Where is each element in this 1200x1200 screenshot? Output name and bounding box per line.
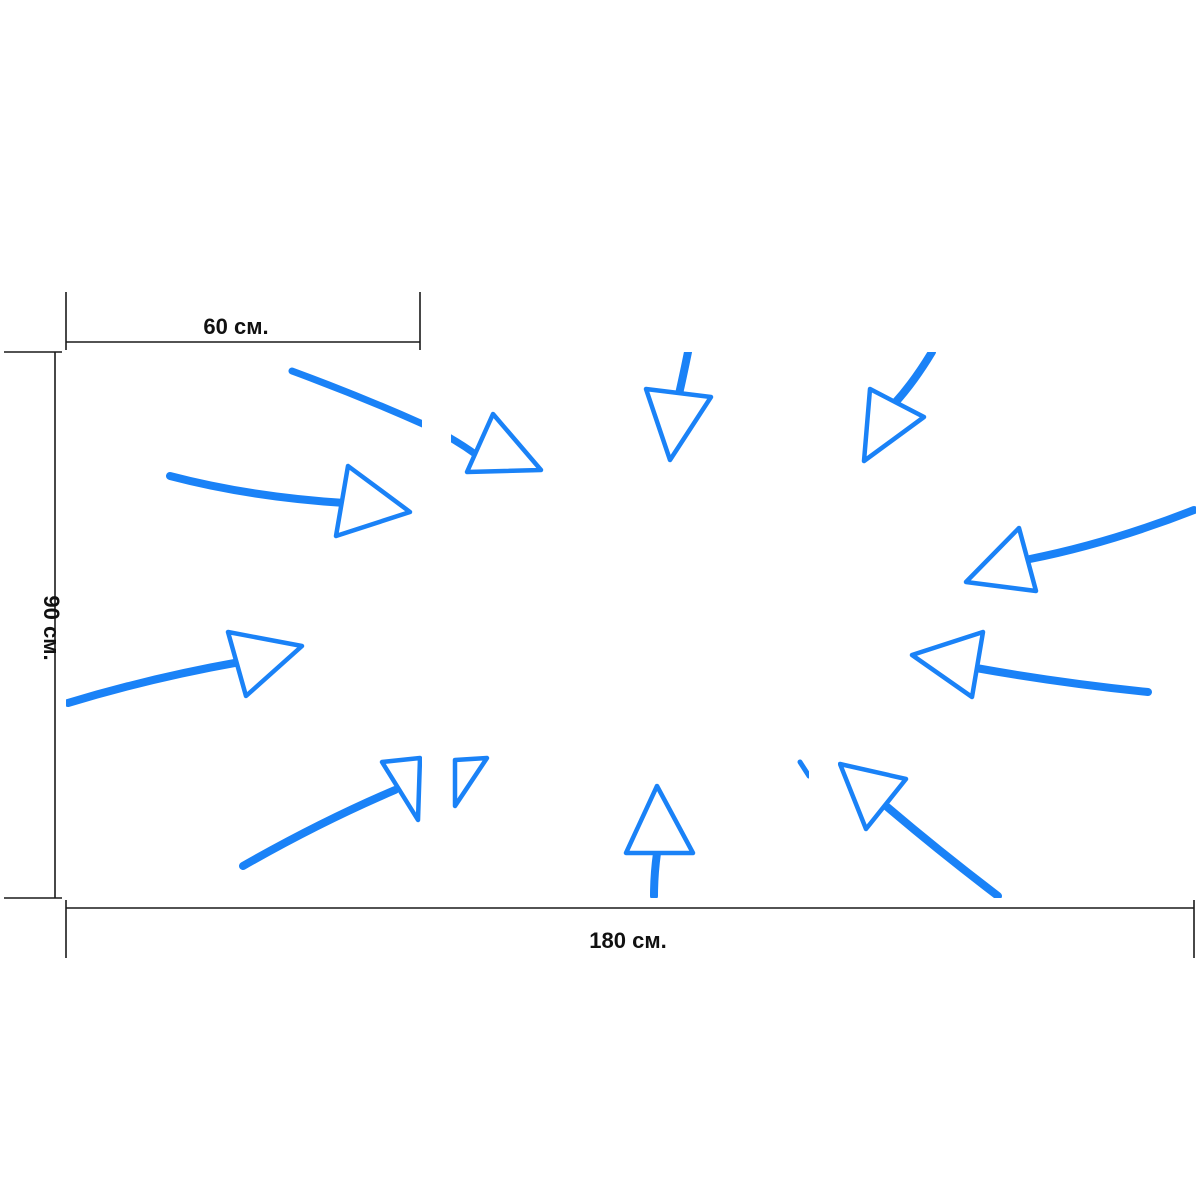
arrow-left-middle-shaft [66,658,244,707]
arrow-left-top-head [464,411,544,475]
arrow-right-upper-head [963,525,1039,594]
right-panel [838,352,1196,898]
arrow-left-bottom-tip-head [452,755,490,809]
arrow-right-bottom-shaft [882,802,1002,898]
arrow-right-bottom-head [838,761,909,832]
arrow-right-upper-shaft [1026,506,1196,563]
arrow-left-bottom-shaft [239,786,399,870]
arrow-center-bottom-head [623,783,696,856]
left-dimension: 90 см. [4,351,64,899]
height-label: 90 см. [39,595,64,660]
arrow-left-upper-head [333,463,413,539]
bottom-dimension: 180 см. [65,900,1195,958]
center-panel-artwork [451,352,809,898]
arrow-left-top-shaft [451,434,482,460]
arrow-right-bottom-tip-shaft [797,759,809,779]
arrow-right-middle-shaft [972,664,1152,696]
arrow-left-middle-head [225,629,305,699]
left-panel-artwork [66,367,422,870]
right-panel-artwork [838,352,1196,898]
arrow-right-top-shaft [890,352,936,408]
panel-width-label: 60 см. [203,314,268,339]
arrow-left-upper-shaft [166,472,349,507]
left-panel [66,352,422,898]
arrow-center-bottom-shaft [650,849,661,898]
arrow-center-top-shaft [675,352,692,398]
arrow-left-bottom-head [379,755,422,823]
arrow-right-top-head [861,386,927,464]
arrow-left-top-shaft [288,367,422,428]
arrow-center-top-head [643,386,714,463]
top-dimension: 60 см. [65,292,421,350]
total-width-label: 180 см. [589,928,666,953]
arrow-right-middle-head [909,629,986,700]
